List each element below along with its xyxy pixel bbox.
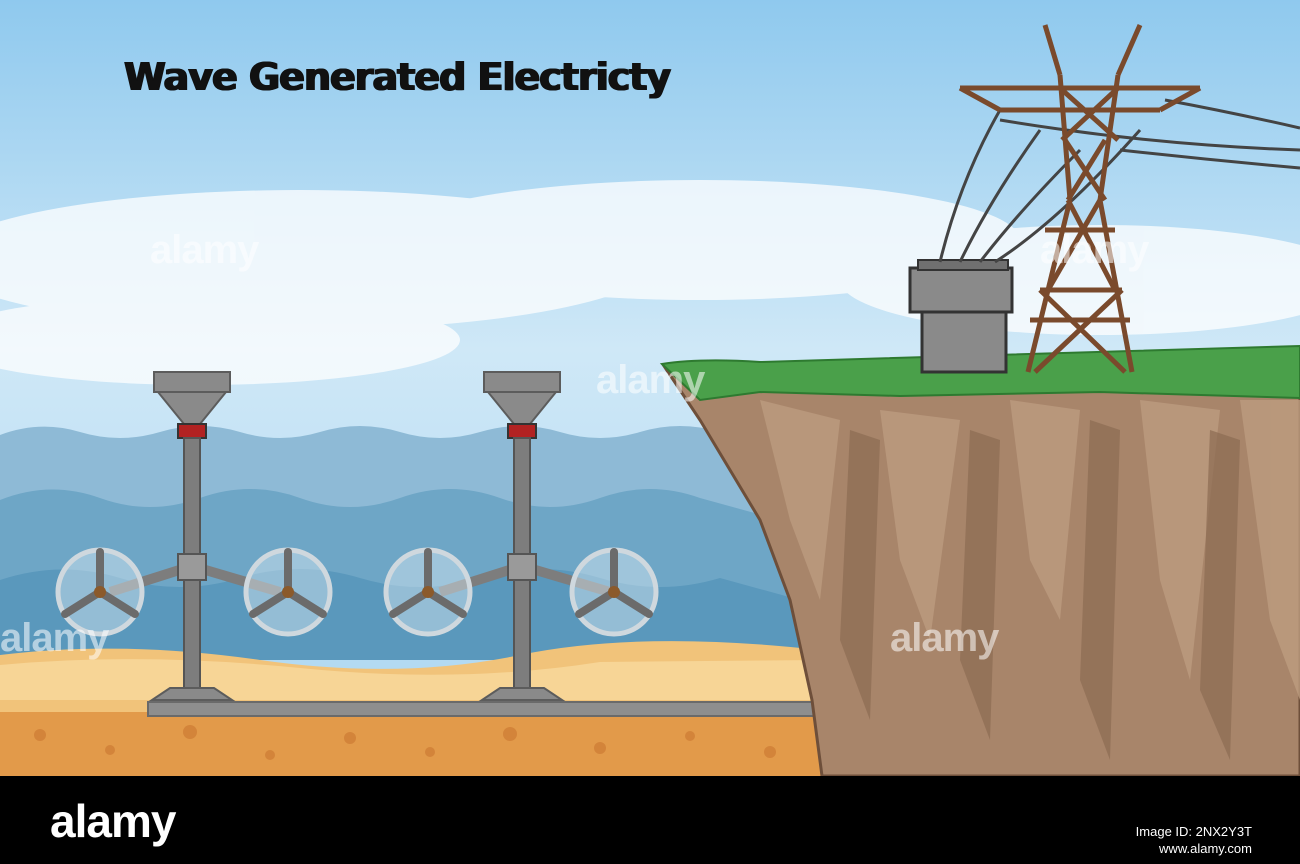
footer-info: Image ID: 2NX2Y3T www.alamy.com (1136, 824, 1252, 858)
watermark: alamy (596, 358, 705, 402)
stock-footer-bar: alamy Image ID: 2NX2Y3T www.alamy.com (0, 776, 1300, 864)
footer-logo: alamy (50, 795, 176, 847)
transformer-box (908, 259, 1014, 374)
seabed-cable (147, 701, 819, 717)
site-url: www.alamy.com (1159, 840, 1252, 856)
diagram-title: Wave Generated Electricty (124, 55, 671, 99)
wave-energy-scene: Wave Generated Electricty alamy alamy al… (0, 0, 1300, 778)
tidal-turbine-2 (383, 371, 659, 701)
cliff-rock-facets (760, 400, 1300, 700)
electricity-pylon (958, 23, 1202, 374)
watermark: alamy (150, 228, 259, 272)
image-id: Image ID: 2NX2Y3T (1135, 824, 1252, 839)
watermark: alamy (890, 616, 999, 660)
watermark: alamy (1040, 228, 1149, 272)
tidal-turbine-1 (55, 371, 333, 701)
clouds (0, 180, 1300, 385)
scene-illustration (0, 0, 1300, 778)
seabed-pebbles (34, 725, 776, 760)
cliff-rock-shadows (840, 420, 1240, 760)
watermark: alamy (0, 616, 109, 660)
seabed (0, 712, 830, 776)
